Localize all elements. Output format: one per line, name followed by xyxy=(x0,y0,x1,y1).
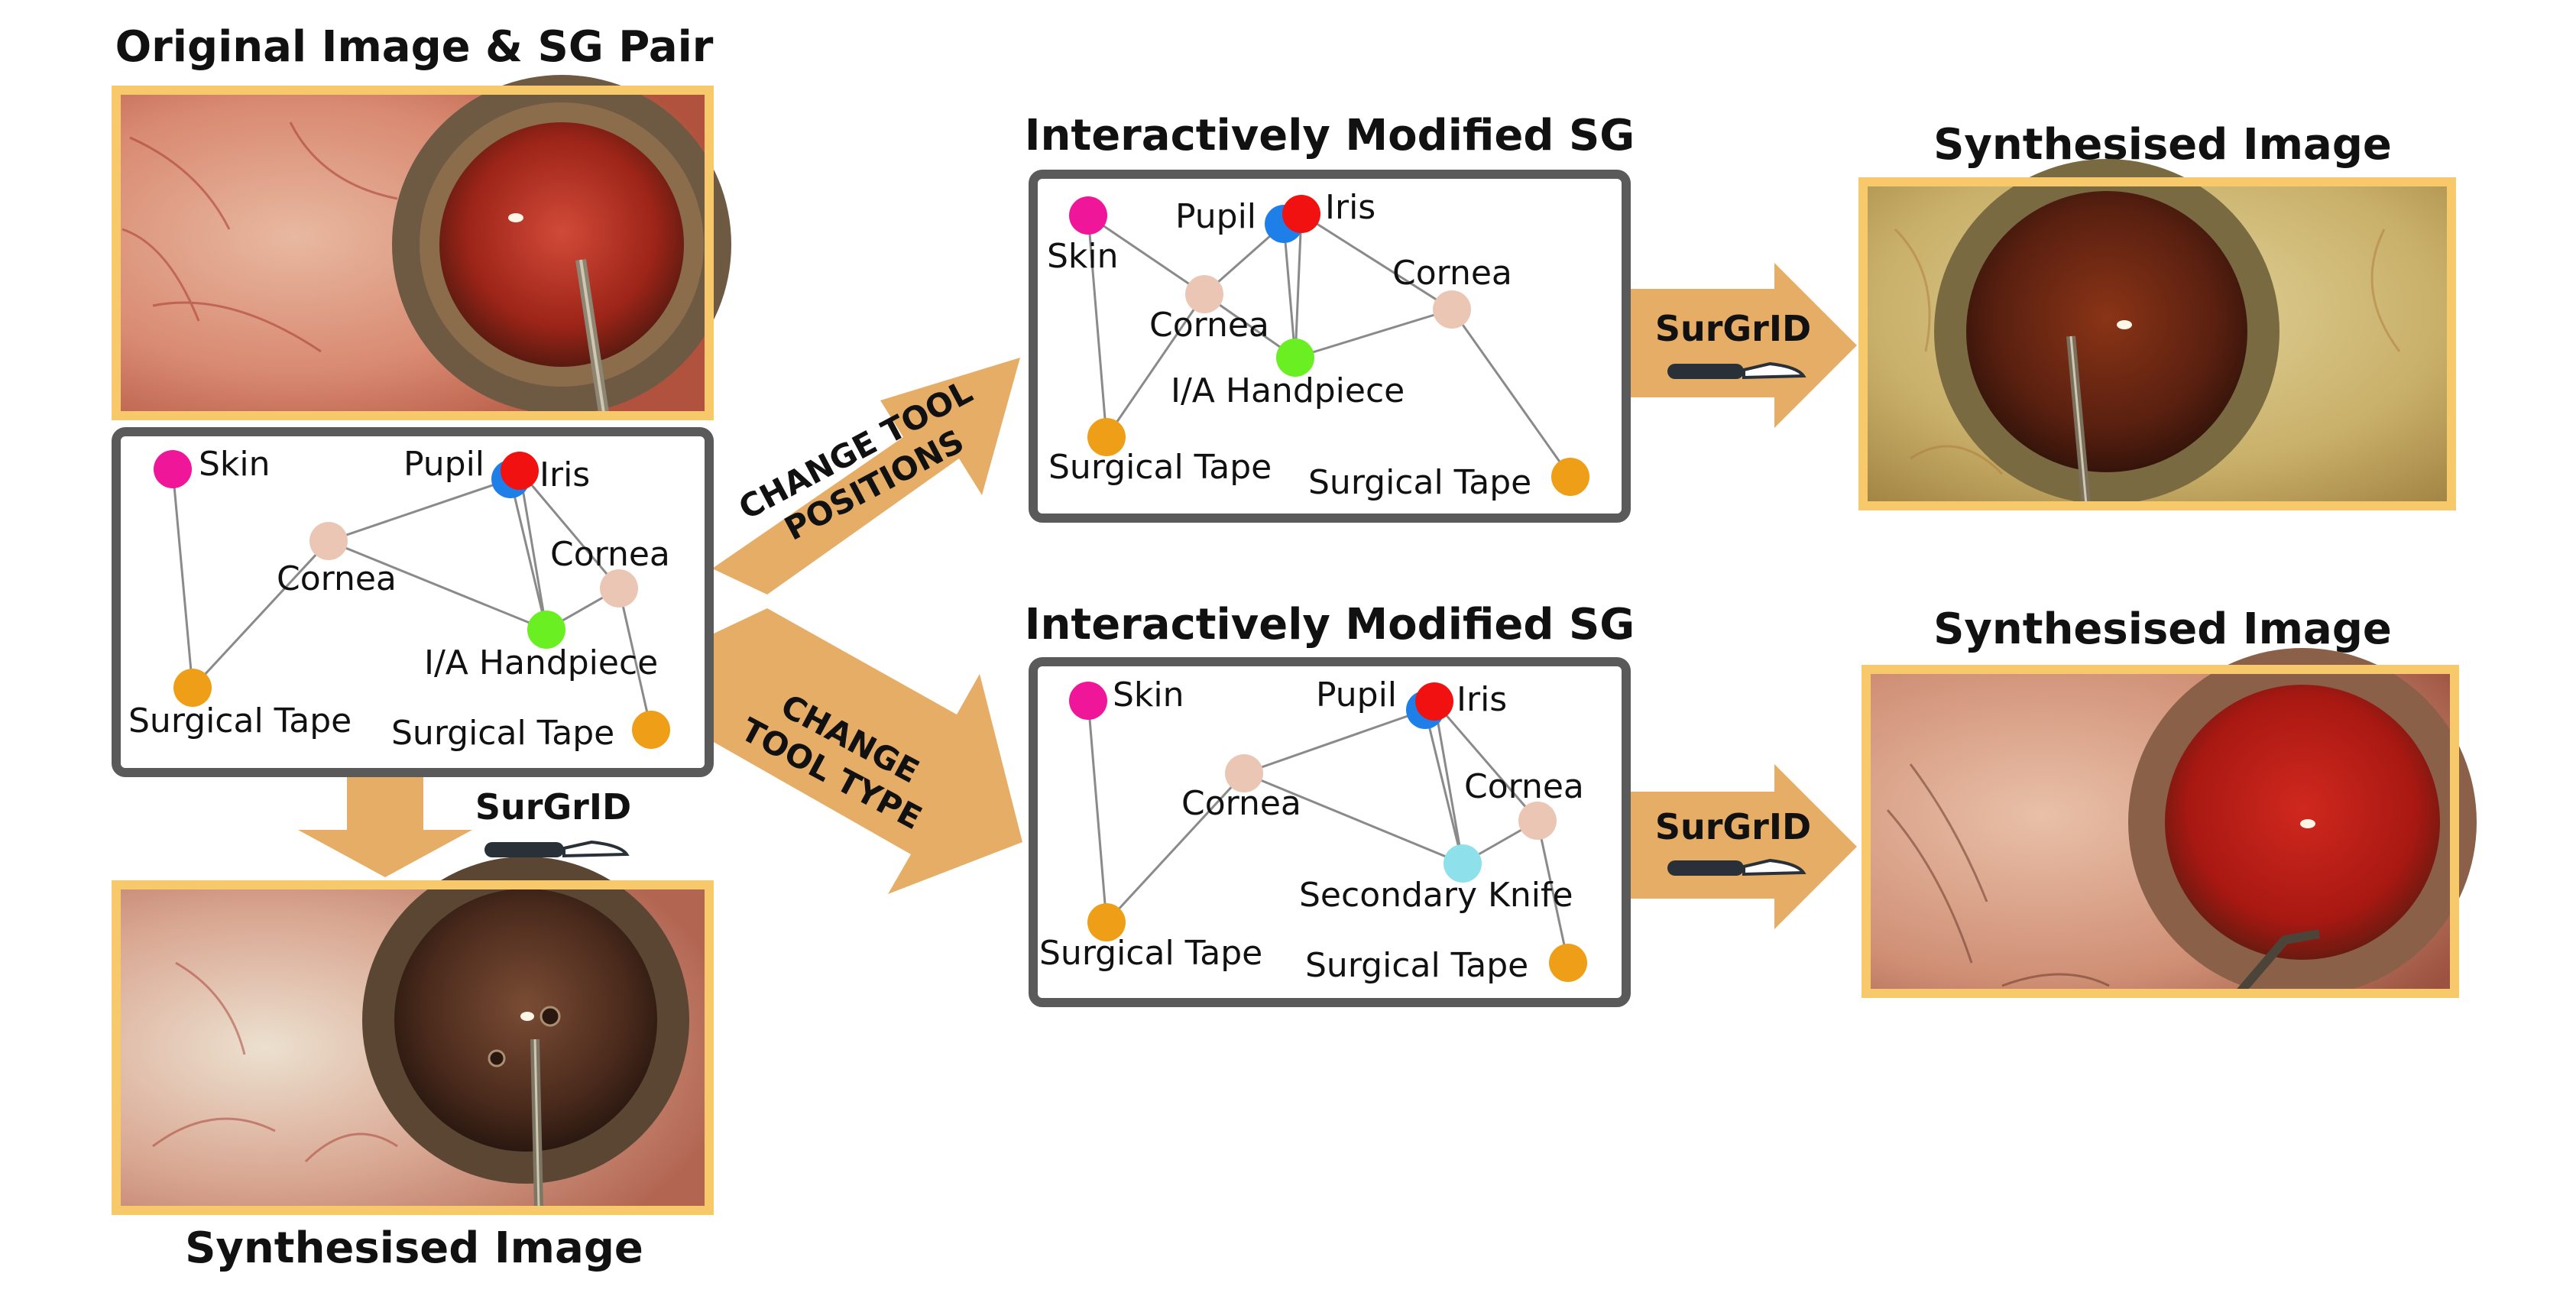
graph-label-tool: I/A Handpiece xyxy=(424,643,658,682)
graph-label-tape-2: Surgical Tape xyxy=(391,714,614,753)
graph-node-tool xyxy=(1276,339,1314,377)
graph-label-pupil: Pupil xyxy=(1316,676,1397,714)
synth-top-right-title: Synthesised Image xyxy=(1933,120,2392,170)
graph-node-tool xyxy=(1444,844,1482,883)
modified-sg-bottom-title: Interactively Modified SG xyxy=(1025,600,1635,650)
change-tool-type-arrow xyxy=(712,608,1022,894)
modified-scene-graph-positions: Skin Pupil Iris Cornea Cornea I/A Handpi… xyxy=(1029,170,1631,523)
graph-label-tape-2: Surgical Tape xyxy=(1305,946,1528,985)
graph-label-cornea-2: Cornea xyxy=(1392,254,1512,293)
graph-label-tape-1: Surgical Tape xyxy=(1048,448,1272,487)
synth-bottom-title: Synthesised Image xyxy=(185,1223,643,1273)
graph-label-cornea-1: Cornea xyxy=(1149,306,1269,345)
graph-label-pupil: Pupil xyxy=(1175,197,1256,236)
surgrid-label-top: SurGrID xyxy=(1655,308,1811,349)
scalpel-icon xyxy=(1667,361,1806,380)
graph-node-tape-2 xyxy=(632,711,670,749)
graph-node-tape-2 xyxy=(1549,944,1587,982)
graph-label-iris: Iris xyxy=(540,455,590,494)
graph-node-cornea-1 xyxy=(1225,754,1263,792)
surgrid-label-bottom: SurGrID xyxy=(1655,806,1811,847)
graph-label-iris: Iris xyxy=(1456,680,1507,719)
synth-bottom-right-title: Synthesised Image xyxy=(1933,604,2392,654)
graph-label-tool: I/A Handpiece xyxy=(1171,371,1405,410)
modified-sg-top-title: Interactively Modified SG xyxy=(1025,111,1635,160)
graph-node-tape-1 xyxy=(1087,903,1126,941)
graph-node-cornea-1 xyxy=(309,522,348,560)
graph-node-tape-2 xyxy=(1551,458,1589,496)
graph-label-tape-1: Surgical Tape xyxy=(128,701,352,740)
graph-node-cornea-2 xyxy=(1518,802,1557,840)
graph-node-skin xyxy=(1069,682,1107,720)
graph-node-tape-1 xyxy=(173,669,212,707)
graph-label-pupil: Pupil xyxy=(403,445,484,484)
modified-scene-graph-type: Skin Pupil Iris Cornea Cornea Secondary … xyxy=(1029,657,1631,1007)
graph-node-cornea-2 xyxy=(1433,290,1471,329)
original-pair-title: Original Image & SG Pair xyxy=(115,22,714,72)
synth-image-bottom-right xyxy=(1862,648,2477,998)
change-tool-positions-arrow xyxy=(712,358,1020,595)
scalpel-icon xyxy=(484,840,630,858)
graph-node-iris xyxy=(1415,682,1453,721)
graph-node-skin xyxy=(1069,196,1107,235)
graph-node-iris xyxy=(1282,195,1320,233)
graph-label-tool: Secondary Knife xyxy=(1299,876,1573,915)
graph-node-cornea-2 xyxy=(600,569,638,608)
surgrid-arrow-top xyxy=(1628,263,1857,428)
down-arrow xyxy=(298,772,472,877)
graph-node-tool xyxy=(527,611,565,649)
graph-label-skin: Skin xyxy=(1113,676,1184,714)
graph-label-cornea-1: Cornea xyxy=(277,559,397,598)
graph-label-cornea-1: Cornea xyxy=(1181,784,1301,823)
original-surgical-image xyxy=(112,75,731,420)
surgrid-label-left: SurGrID xyxy=(475,786,631,828)
graph-node-tape-1 xyxy=(1087,418,1126,456)
graph-label-skin: Skin xyxy=(199,445,271,484)
graph-node-skin xyxy=(154,450,192,488)
graph-label-tape-2: Surgical Tape xyxy=(1308,463,1531,502)
synth-image-top-right xyxy=(1858,159,2456,510)
graph-label-tape-1: Surgical Tape xyxy=(1039,934,1262,973)
surgrid-arrow-bottom xyxy=(1628,764,1857,929)
graph-node-cornea-1 xyxy=(1185,275,1223,313)
graph-label-cornea-2: Cornea xyxy=(550,535,670,574)
graph-node-iris xyxy=(501,452,539,490)
graph-label-iris: Iris xyxy=(1325,188,1375,227)
synth-image-bottom-left xyxy=(112,857,714,1215)
graph-label-cornea-2: Cornea xyxy=(1464,767,1584,806)
scalpel-icon xyxy=(1667,858,1806,876)
original-scene-graph: Skin Pupil Iris Cornea Cornea I/A Handpi… xyxy=(112,427,714,777)
graph-label-skin: Skin xyxy=(1047,237,1119,276)
